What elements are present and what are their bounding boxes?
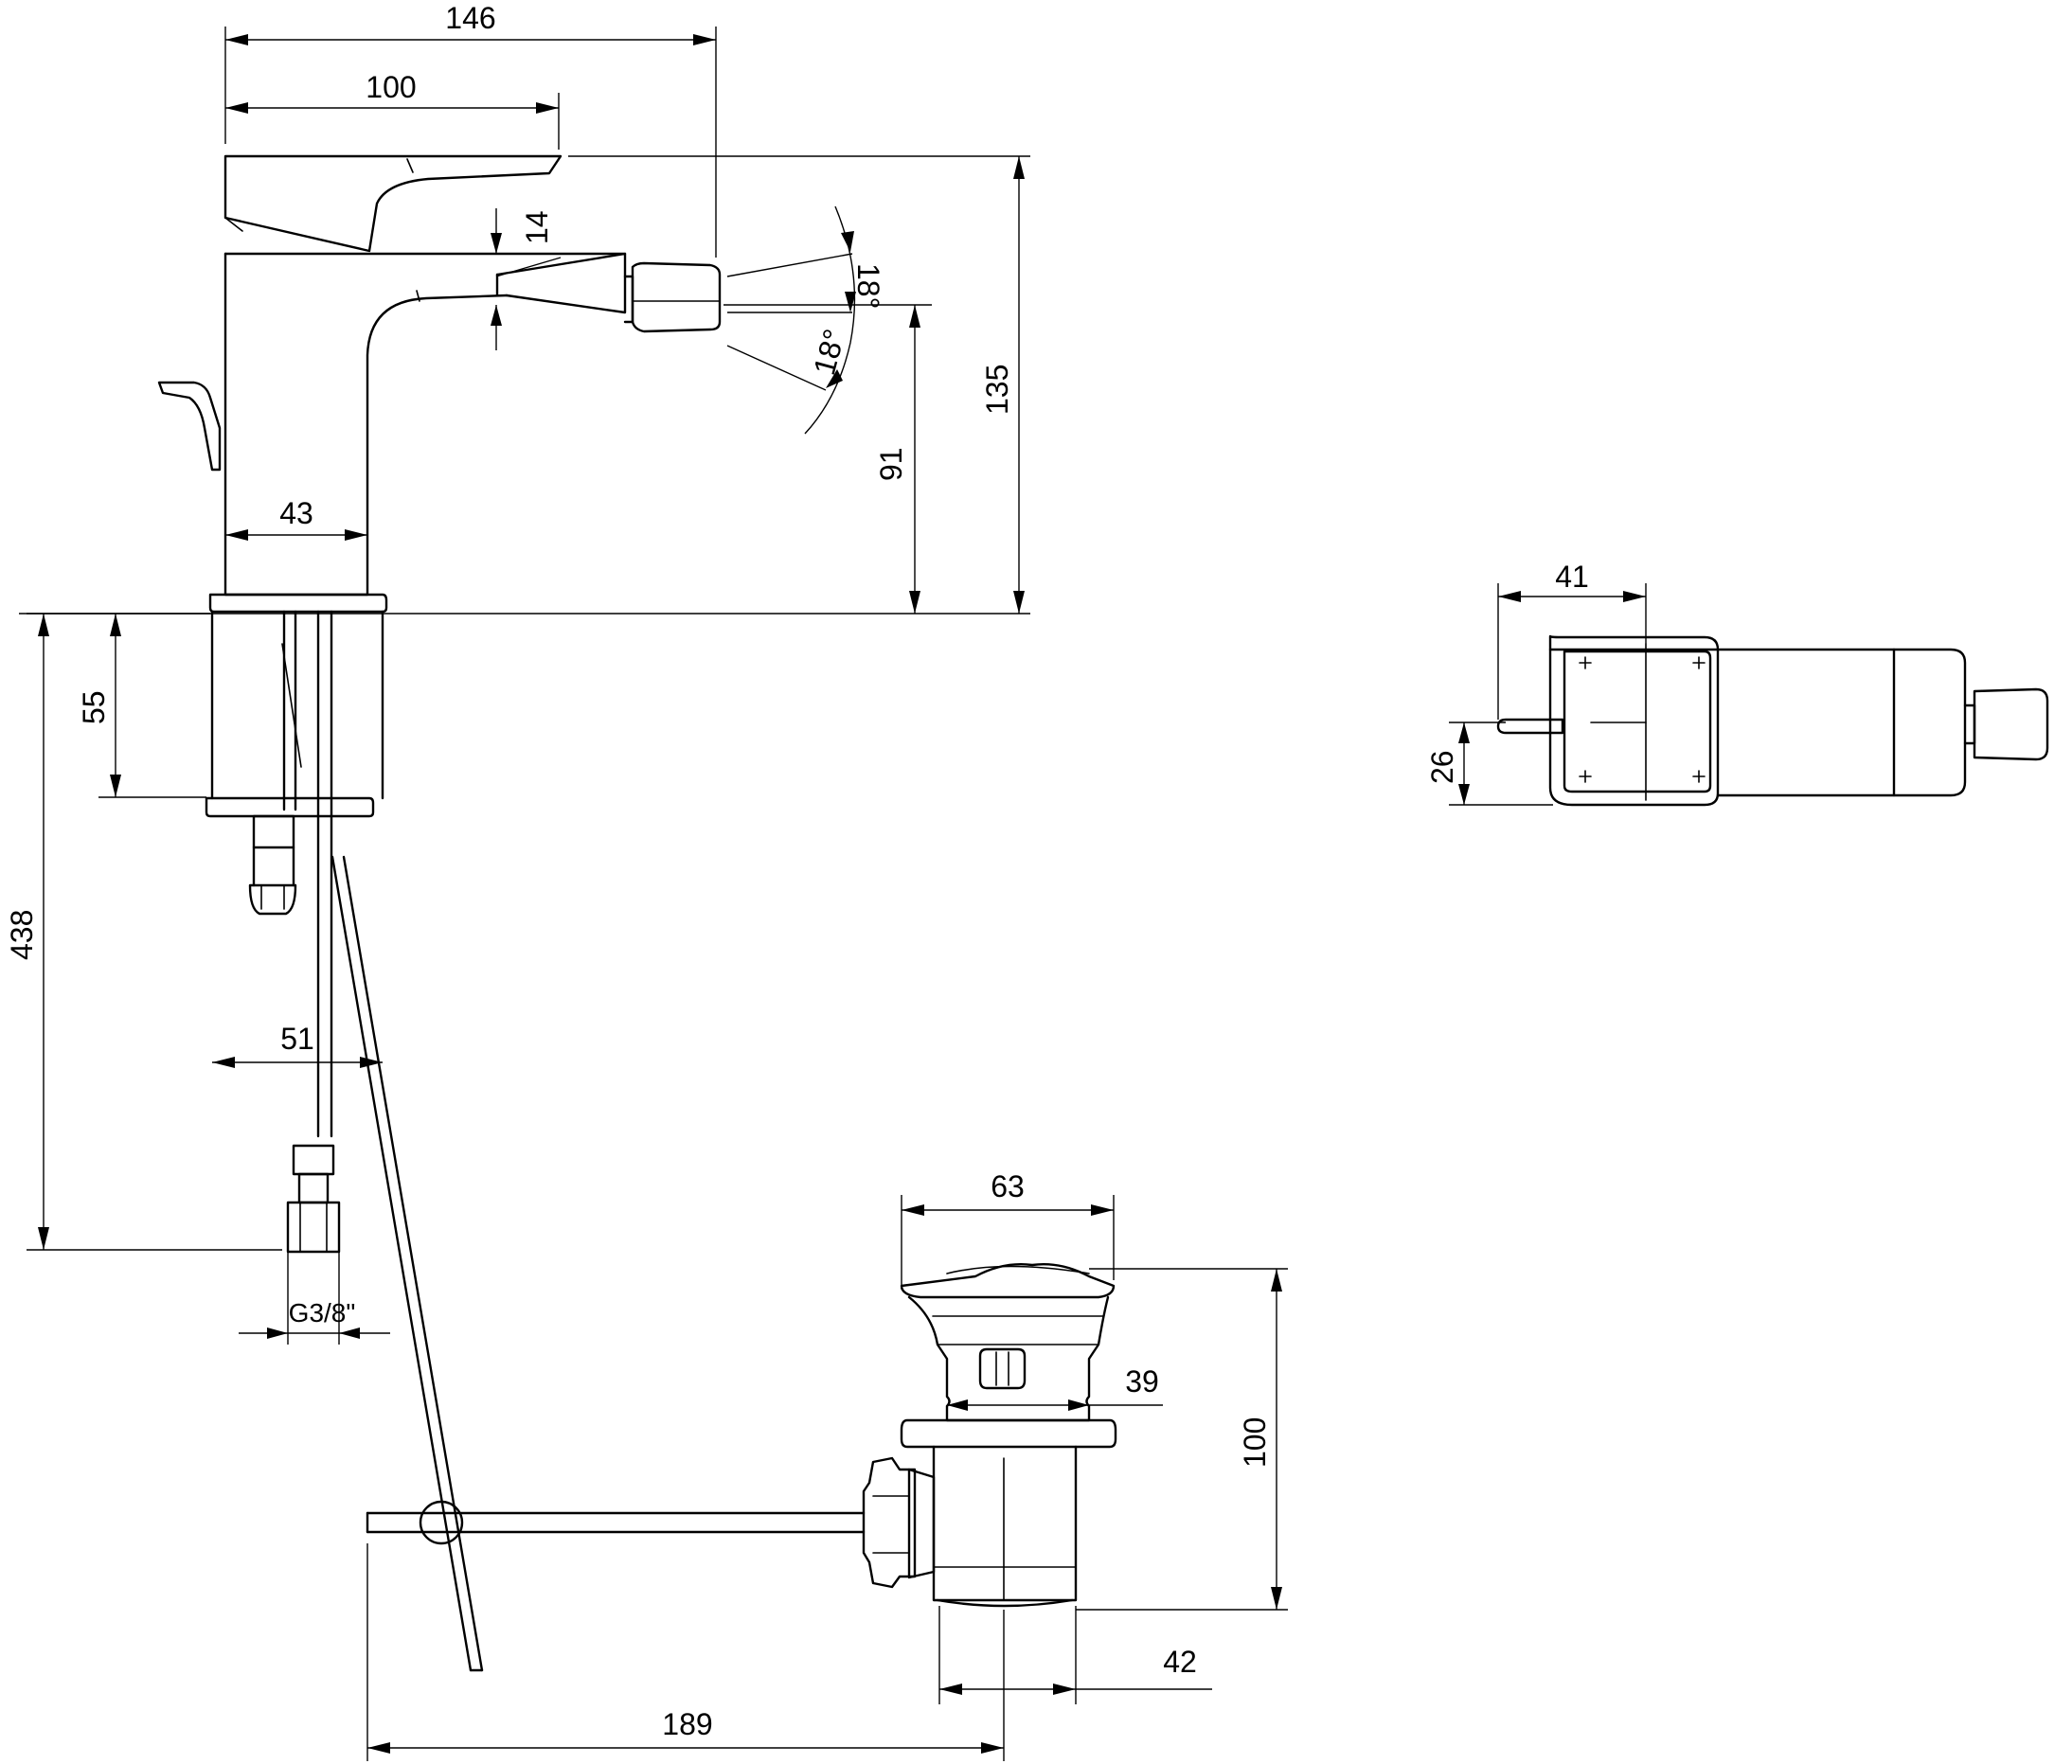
dim-lever-reach: 100 xyxy=(366,70,416,104)
dimension-labels: 146 100 14 18° 18° 91 135 43 55 51 438 G… xyxy=(5,1,1589,1741)
dim-outlet-height: 91 xyxy=(874,447,908,481)
dim-overall-height: 135 xyxy=(980,365,1014,415)
dim-base-diameter: 51 xyxy=(280,1022,314,1056)
dim-spray-angle-lower: 18° xyxy=(807,326,851,379)
under-deck-assembly xyxy=(205,610,484,1672)
dim-top-view-width: 26 xyxy=(1425,750,1459,784)
dim-waste-outlet-diameter: 42 xyxy=(1163,1645,1197,1679)
dim-connection-thread: G3/8" xyxy=(289,1298,356,1327)
dim-overall-reach: 146 xyxy=(445,1,495,35)
dim-waste-body-diameter: 39 xyxy=(1125,1364,1159,1399)
dim-spout-offset: 14 xyxy=(520,210,554,244)
mixer-top-view xyxy=(1496,634,2049,807)
dim-rod-length: 189 xyxy=(662,1707,712,1741)
dim-spray-angle-upper: 18° xyxy=(851,263,885,309)
dim-waste-flange-diameter: 63 xyxy=(991,1169,1025,1203)
dim-body-width: 43 xyxy=(279,496,313,530)
dim-hose-length: 438 xyxy=(5,910,39,960)
waste-assembly xyxy=(366,1263,1117,1608)
dim-waste-height: 100 xyxy=(1238,1417,1272,1468)
mixer-side-view xyxy=(157,154,722,614)
dim-deck-to-nut: 55 xyxy=(77,690,111,724)
dimension-lines xyxy=(19,27,1647,1761)
dim-top-view-lever-offset: 41 xyxy=(1555,560,1589,594)
